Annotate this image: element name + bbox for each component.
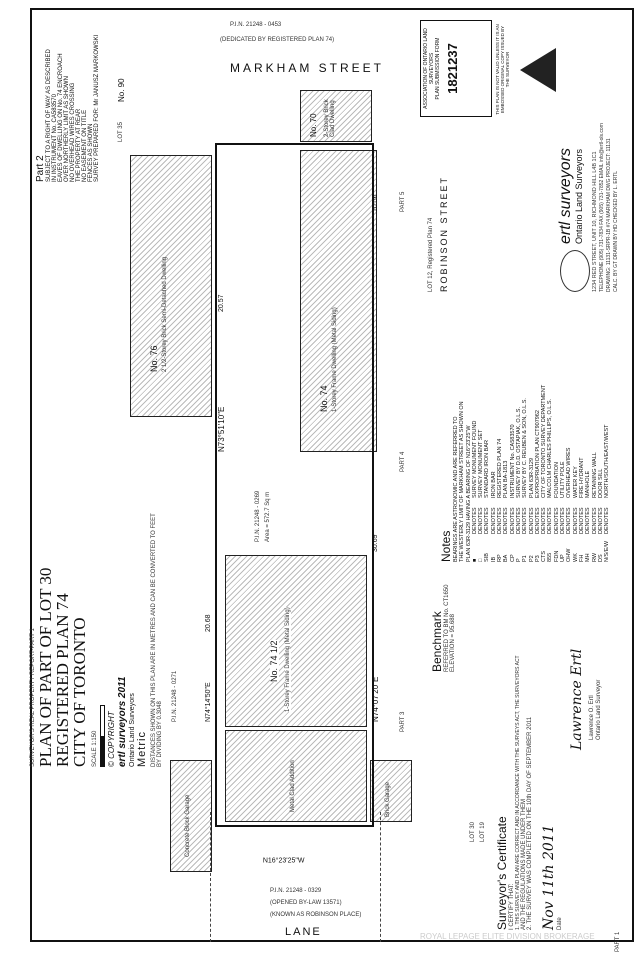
- legend-row: N/S/E/W DENOTES NORTH/SOUTH/EAST/WEST: [604, 332, 610, 562]
- robinson-lot: LOT 12, Registered Plan 74: [428, 217, 434, 292]
- certificate-date: Nov 11th 2011: [541, 824, 557, 930]
- lane-bylaw: (OPENED BY-LAW 13571): [270, 900, 342, 906]
- lane-note: (KNOWN AS ROBINSON PLACE): [270, 912, 362, 918]
- legend-symbol: N/S/E/W: [604, 540, 611, 562]
- aols-name: ASSOCIATION OF ONTARIO LAND SURVEYORS: [423, 28, 435, 109]
- certificate-heading: Surveyor's Certificate: [495, 816, 509, 930]
- firm-address: 1234 RED STREET, UNIT 10, RICHMOND HILL …: [592, 151, 598, 292]
- pin-0271: P.I.N. 21248 - 0271: [172, 670, 178, 722]
- scale-label: SCALE 1:150: [92, 730, 98, 767]
- garage-label: Concrete Block Garage: [185, 794, 191, 857]
- firm-year: ertl surveyors 2011: [117, 676, 128, 767]
- legend-denotes: DENOTES: [604, 507, 611, 534]
- prepared-for: SURVEY PREPARED FOR: Mr JANUSZ MARKOWSKI: [94, 34, 100, 182]
- notes-block: Notes BEARINGS ARE ASTRONOMIC AND ARE RE…: [439, 332, 611, 562]
- plan-title-line3: CITY OF TORONTO: [70, 617, 89, 767]
- surveyor-role: Ontario Land Surveyor: [596, 679, 602, 740]
- markham-note: (DEDICATED BY REGISTERED PLAN 74): [220, 37, 335, 43]
- label-no-90: No. 90: [117, 78, 126, 102]
- copyright: © COPYRIGHT: [107, 711, 116, 767]
- firm-name: ertl surveyors: [557, 147, 574, 244]
- metric-note: DISTANCES SHOWN ON THIS PLAN ARE IN METR…: [151, 513, 164, 767]
- scale-bar: [100, 705, 105, 767]
- subject-dwelling: [225, 555, 367, 727]
- benchmark-heading: Benchmark: [430, 611, 444, 672]
- width-label: 10.56: [372, 194, 379, 212]
- part5-label: PART 5: [400, 191, 406, 212]
- aols-logo-icon: [520, 48, 556, 92]
- firm-logo-icon: [560, 250, 590, 292]
- property-area: Area = 572.7 Sq m: [265, 491, 271, 542]
- distance-0271: 20.68: [205, 614, 212, 632]
- surveyor-signature: Lawrence Ertl: [569, 648, 585, 750]
- bearing-west: N16°23'25"W: [262, 857, 305, 865]
- firm-sub: Ontario Land Surveyors: [574, 148, 584, 244]
- aols-number: 1821237: [445, 43, 460, 94]
- distance-north: 20.57: [218, 294, 225, 312]
- certificate-line: 2. THE SURVEY WAS COMPLETED ON THE 10th …: [527, 716, 533, 930]
- label-no-76: No. 76: [149, 345, 159, 372]
- lot-line-dashed: [380, 812, 381, 942]
- bearing-0271: N74°14'50"E: [205, 682, 212, 722]
- distance-south: 30.69: [372, 534, 379, 552]
- brick-garage-label: Brick Garage: [385, 781, 391, 817]
- part3-label: PART 3: [400, 711, 406, 732]
- surveyor-name: Lawrence O. Ertl: [589, 695, 595, 740]
- watermark: ROYAL LEPAGE ELITE DIVISION BROKERAGE: [420, 932, 595, 941]
- property-dwelling: 1-Storey Frame Dwelling (Metal Siding): [285, 607, 292, 712]
- legend-meaning: NORTH/SOUTH/EAST/WEST: [604, 424, 611, 498]
- benchmark-elevation: ELEVATION = 95.688: [450, 614, 456, 672]
- property-number: No. 74 1/2: [269, 640, 280, 682]
- robinson-street-label: ROBINSON STREET: [439, 175, 449, 292]
- surveyor-certificate: Surveyor's Certificate I CERTIFY THAT: 1…: [495, 649, 602, 930]
- firm-phone: TELEPHONE (905) 731-7834 FAX (905) 731-7…: [599, 123, 605, 292]
- desc-no-76: 2 1/2-Storey Brick Semi-Detached Dwellin…: [162, 256, 168, 372]
- lot-line-dashed: [210, 812, 211, 942]
- lot30-label: LOT 30: [470, 822, 476, 842]
- property-pin: P.I.N. 21248 - 0269: [255, 490, 261, 542]
- metric-label: Metric: [136, 731, 148, 767]
- lane-pin: P.I.N. 21248 - 0329: [270, 888, 322, 894]
- aols-sub: PLAN SUBMISSION FORM: [435, 37, 441, 100]
- part2-heading: Part 2: [35, 155, 46, 182]
- markham-street-label: MARKHAM STREET: [230, 61, 385, 75]
- firm-drawing: DRAWING: 11131-SRPR-1B #74 MARKHAM DWG P…: [606, 138, 612, 292]
- desc-no-70: 2-Storey Brick Clad Dwelling: [324, 99, 337, 137]
- notes-heading: Notes: [439, 530, 453, 562]
- validity-note: THIS PLAN IS NOT VALID UNLESS IT IS AN E…: [495, 24, 510, 115]
- label-no-70: No. 70: [309, 113, 318, 137]
- part4-label: PART 4: [400, 451, 406, 472]
- lane-label: LANE: [285, 926, 322, 938]
- markham-pin: P.I.N. 21248 - 0453: [230, 22, 282, 28]
- part2-block: Part 2 SUBJECT TO A RIGHT OF WAY AS DESC…: [35, 12, 100, 182]
- part1-label: PART 1: [615, 931, 621, 952]
- bearing-south: N74°07'20"E: [371, 676, 380, 722]
- bearing-north: N73°51'10"E: [217, 406, 226, 452]
- building-no-76: [130, 155, 212, 417]
- date-label: Date: [557, 917, 563, 930]
- lot19-label: LOT 19: [480, 822, 486, 842]
- addition-label: Metal Clad Addition: [290, 760, 296, 812]
- firm-calc: CALC. BY GT DRAWN BY HD CHECKED BY L. ER…: [613, 170, 619, 292]
- aols-stamp: ASSOCIATION OF ONTARIO LAND SURVEYORS PL…: [420, 20, 492, 117]
- lot35-label: LOT 35: [118, 122, 124, 142]
- benchmark-block: Benchmark REFERRED TO BM No. CT1650 ELEV…: [430, 585, 456, 672]
- notes-legend: ■DENOTESSURVEY MONUMENT FOUND□DENOTESSUR…: [472, 332, 611, 562]
